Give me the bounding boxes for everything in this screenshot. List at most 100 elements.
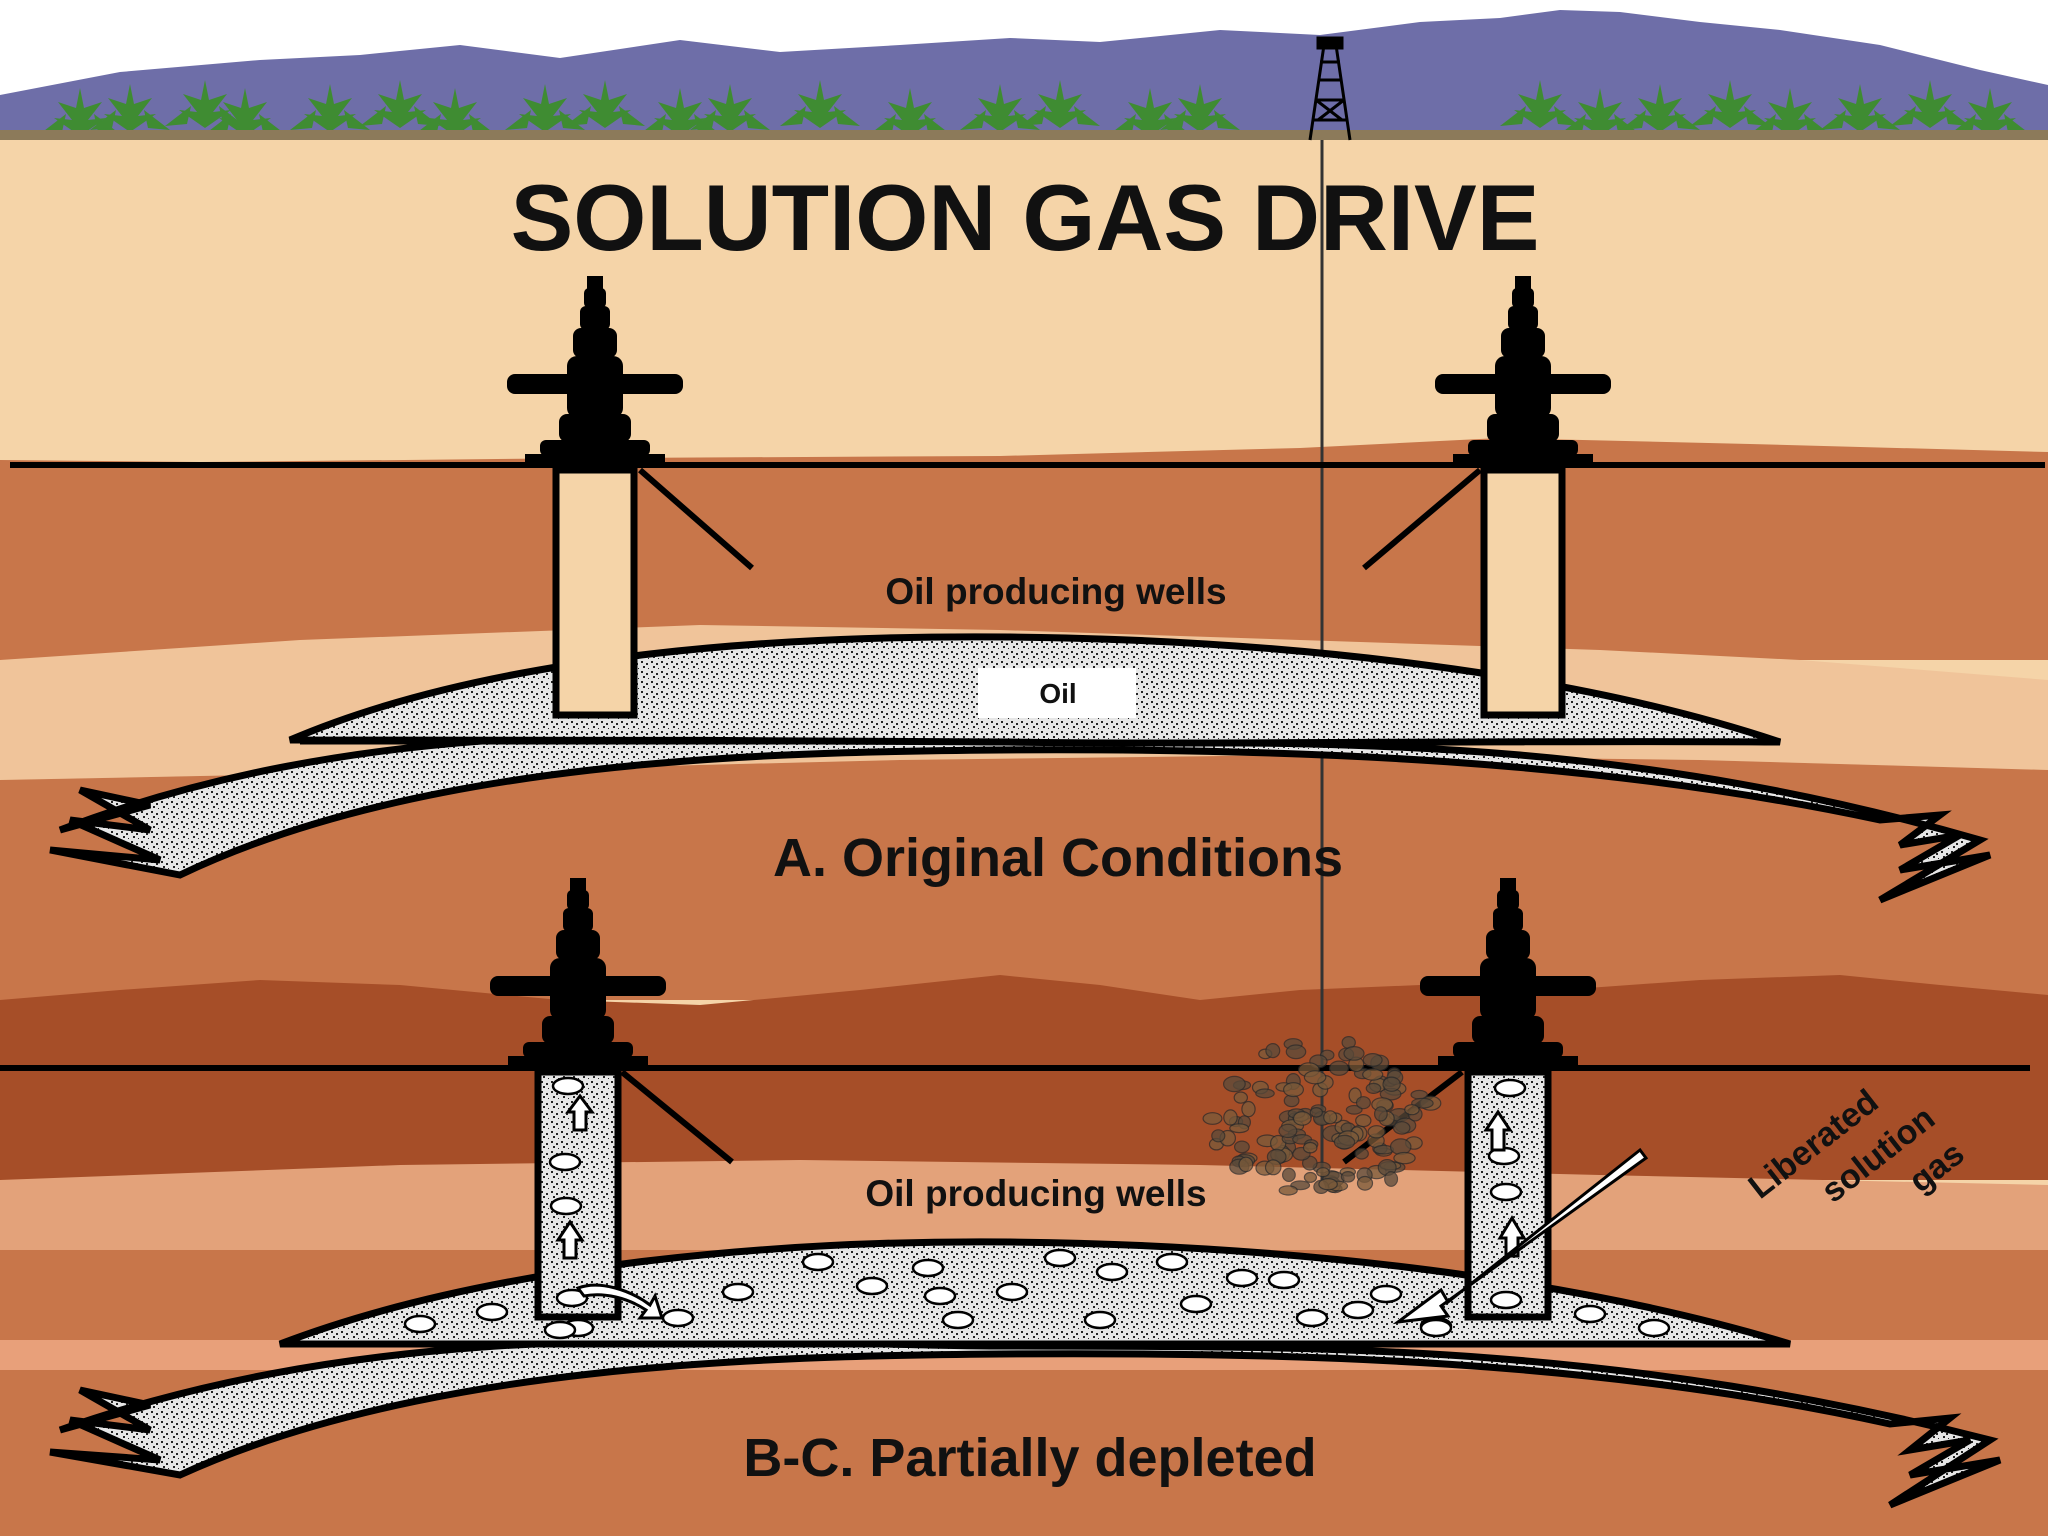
gas-bubble-icon bbox=[1637, 1318, 1671, 1338]
gas-cloud-particle bbox=[1229, 1123, 1250, 1134]
panel-a-caption: A. Original Conditions bbox=[773, 828, 1343, 888]
liberated-gas-pointer-arrow bbox=[1392, 1147, 1649, 1325]
gas-bubble-icon bbox=[1369, 1284, 1403, 1304]
gas-bubble-icon bbox=[1489, 1290, 1523, 1310]
up-arrow-icon bbox=[1483, 1109, 1513, 1152]
gas-bubble-icon bbox=[551, 1076, 585, 1096]
gas-cloud-particle bbox=[1354, 1147, 1369, 1160]
gas-bubble-icon bbox=[1155, 1252, 1189, 1272]
gas-bubble-icon bbox=[1179, 1294, 1213, 1314]
gas-bubble-icon bbox=[923, 1286, 957, 1306]
gas-cloud-particle bbox=[1333, 1134, 1356, 1150]
gas-cloud-particle bbox=[1318, 1177, 1338, 1191]
gas-bubble-icon bbox=[1083, 1310, 1117, 1330]
gas-bubble-icon bbox=[1295, 1308, 1329, 1328]
gas-bubble-icon bbox=[855, 1276, 889, 1296]
panel-bc-caption: B-C. Partially depleted bbox=[743, 1428, 1316, 1488]
gas-bubble-icon bbox=[721, 1282, 755, 1302]
panel-a-left-wellbore bbox=[552, 466, 638, 719]
ground-surface-band bbox=[0, 130, 2048, 142]
gas-bubble-icon bbox=[941, 1310, 975, 1330]
middle-rock-layer bbox=[0, 755, 2048, 1000]
gas-cloud-particle bbox=[1392, 1121, 1411, 1135]
gas-cloud-particle bbox=[1393, 1151, 1416, 1165]
gas-cloud-particle bbox=[1255, 1088, 1275, 1099]
gas-bubble-icon bbox=[549, 1196, 583, 1216]
gas-cloud-particle bbox=[1328, 1060, 1350, 1076]
gas-bubble-icon bbox=[1043, 1248, 1077, 1268]
gas-cloud-particle bbox=[1316, 1167, 1330, 1178]
gas-cloud-particle bbox=[1365, 1082, 1382, 1095]
gas-cloud-particle bbox=[1362, 1052, 1383, 1067]
gas-cloud bbox=[1202, 1035, 1442, 1196]
upper-rock-layer bbox=[0, 438, 2048, 660]
panel-a-right-pointer bbox=[1362, 467, 1482, 571]
gas-cloud-particle bbox=[1278, 1123, 1298, 1139]
gas-cloud-particle bbox=[1384, 1171, 1399, 1187]
gas-cloud-particle bbox=[1233, 1091, 1249, 1104]
gas-cloud-particle bbox=[1382, 1076, 1401, 1092]
gas-bubble-icon bbox=[1225, 1268, 1259, 1288]
diagram-title: SOLUTION GAS DRIVE bbox=[511, 165, 1540, 270]
panel-bc-wells-label: Oil producing wells bbox=[865, 1173, 1206, 1214]
gas-cloud-particle bbox=[1238, 1156, 1254, 1173]
gas-cloud-particle bbox=[1233, 1140, 1250, 1154]
up-arrow-icon bbox=[565, 1093, 595, 1132]
gas-bubble-icon bbox=[1573, 1304, 1607, 1324]
gas-cloud-particle bbox=[1264, 1159, 1282, 1176]
gas-cloud-particle bbox=[1340, 1171, 1356, 1183]
gas-bubble-icon bbox=[995, 1282, 1029, 1302]
gas-bubble-icon bbox=[1341, 1300, 1375, 1320]
drilling-derrick-icon bbox=[1308, 36, 1352, 141]
panel-bc-flow-arrows bbox=[555, 1093, 1527, 1320]
gas-cloud-particle bbox=[1410, 1089, 1428, 1100]
gas-bubble-icon bbox=[1489, 1182, 1523, 1202]
gas-bubble-icon bbox=[1267, 1270, 1301, 1290]
gas-bubble-icon bbox=[1419, 1318, 1453, 1338]
gas-cloud-particle bbox=[1202, 1112, 1223, 1125]
up-arrow-icon bbox=[555, 1219, 585, 1260]
gas-cloud-particle bbox=[1362, 1068, 1384, 1081]
gas-bubble-icon bbox=[475, 1302, 509, 1322]
gas-bubble-icon bbox=[1095, 1262, 1129, 1282]
oil-label: Oil bbox=[1039, 678, 1076, 709]
dark-rock-layer bbox=[0, 975, 2048, 1180]
gas-bubble-icon bbox=[403, 1314, 437, 1334]
gas-cloud-particle bbox=[1265, 1042, 1281, 1059]
gas-cloud-particle bbox=[1404, 1104, 1420, 1116]
gas-cloud-particle bbox=[1302, 1141, 1318, 1154]
gas-cloud-particle bbox=[1323, 1110, 1338, 1125]
panel-bc-left-pointer bbox=[620, 1069, 734, 1165]
oil-label-box bbox=[978, 668, 1136, 718]
gas-cloud-particle bbox=[1222, 1075, 1246, 1093]
gas-cloud-particle bbox=[1355, 1113, 1372, 1128]
gas-cloud-particle bbox=[1278, 1185, 1298, 1196]
gas-cloud-particle bbox=[1367, 1125, 1386, 1139]
gas-bubble-icon bbox=[543, 1320, 577, 1340]
gas-bubble-icon bbox=[661, 1308, 695, 1328]
shallow-sand-layer bbox=[0, 140, 2048, 470]
gas-cloud-particle bbox=[1281, 1167, 1296, 1183]
gas-bubble-icon bbox=[911, 1258, 945, 1278]
gas-cloud-particle bbox=[1282, 1082, 1304, 1098]
gas-cloud-particle bbox=[1241, 1100, 1256, 1118]
inflow-arrow-icon bbox=[575, 1283, 665, 1320]
gas-bubble-icon bbox=[1493, 1078, 1527, 1098]
gas-bubble-icon bbox=[548, 1152, 582, 1172]
gas-cloud-particle bbox=[1211, 1129, 1226, 1143]
gas-cloud-particle bbox=[1303, 1171, 1318, 1183]
gas-bubble-icon bbox=[801, 1252, 835, 1272]
gas-cloud-particle bbox=[1343, 1045, 1365, 1061]
gas-cloud-particle bbox=[1303, 1070, 1327, 1085]
gas-cloud-particle bbox=[1285, 1044, 1307, 1060]
gas-cloud-particle bbox=[1356, 1175, 1374, 1191]
gas-cloud-particle bbox=[1355, 1096, 1371, 1110]
gas-cloud-particle bbox=[1373, 1106, 1388, 1122]
panel-a-left-pointer bbox=[638, 467, 754, 571]
gas-cloud-particle bbox=[1223, 1109, 1238, 1126]
panel-a-wells-label: Oil producing wells bbox=[885, 571, 1226, 612]
gas-cloud-particle bbox=[1309, 1107, 1324, 1118]
gas-cloud-particle bbox=[1292, 1110, 1312, 1126]
panel-a-right-wellbore bbox=[1480, 466, 1566, 719]
gas-cloud-particle bbox=[1345, 1104, 1363, 1115]
